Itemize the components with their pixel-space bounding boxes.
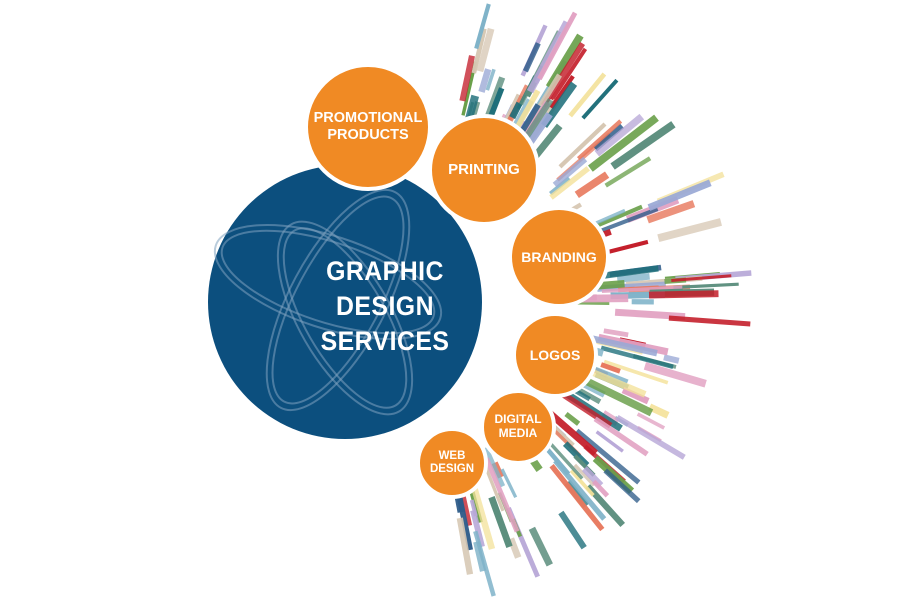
burst-stripe (566, 414, 579, 424)
burst-stripe (604, 331, 628, 335)
main-title-line: GRAPHIC (298, 254, 473, 289)
main-title: GRAPHIC DESIGN SERVICES (298, 254, 473, 359)
burst-stripe (649, 183, 710, 208)
burst-stripe (577, 175, 607, 195)
service-label: DESIGN (430, 463, 474, 476)
burst-stripe (617, 276, 649, 279)
service-logos: LOGOS (512, 312, 598, 398)
burst-stripe (511, 539, 518, 558)
service-label: MEDIA (499, 427, 538, 441)
burst-stripe (525, 43, 538, 71)
main-title-line: SERVICES (298, 324, 473, 359)
service-branding: BRANDING (508, 206, 610, 308)
burst-stripe (583, 80, 617, 118)
service-label: BRANDING (521, 249, 596, 265)
main-title-line: DESIGN (298, 289, 473, 324)
burst-stripe (615, 312, 685, 316)
burst-stripe (532, 528, 550, 565)
service-label: PRINTING (448, 161, 520, 178)
burst-stripe (638, 414, 665, 428)
service-label: WEB (439, 450, 466, 463)
burst-stripe (617, 417, 684, 457)
burst-stripe (570, 74, 604, 116)
service-label: PRODUCTS (327, 127, 408, 144)
service-printing: PRINTING (428, 114, 540, 226)
burst-stripe (458, 497, 461, 512)
burst-stripe (649, 294, 719, 295)
service-promotional-products: PROMOTIONAL PRODUCTS (304, 63, 432, 191)
burst-stripe (664, 357, 679, 361)
service-label: DIGITAL (494, 413, 541, 427)
burst-stripe (561, 513, 584, 548)
service-web-design: WEB DESIGN (416, 427, 488, 499)
burst-stripe (669, 318, 750, 324)
service-label: PROMOTIONAL (314, 110, 423, 127)
service-digital-media: DIGITAL MEDIA (480, 389, 556, 465)
burst-stripe (650, 407, 668, 416)
burst-stripe (673, 284, 738, 287)
burst-stripe (658, 222, 721, 238)
service-label: LOGOS (530, 347, 581, 363)
color-stripe-burst (454, 4, 751, 596)
